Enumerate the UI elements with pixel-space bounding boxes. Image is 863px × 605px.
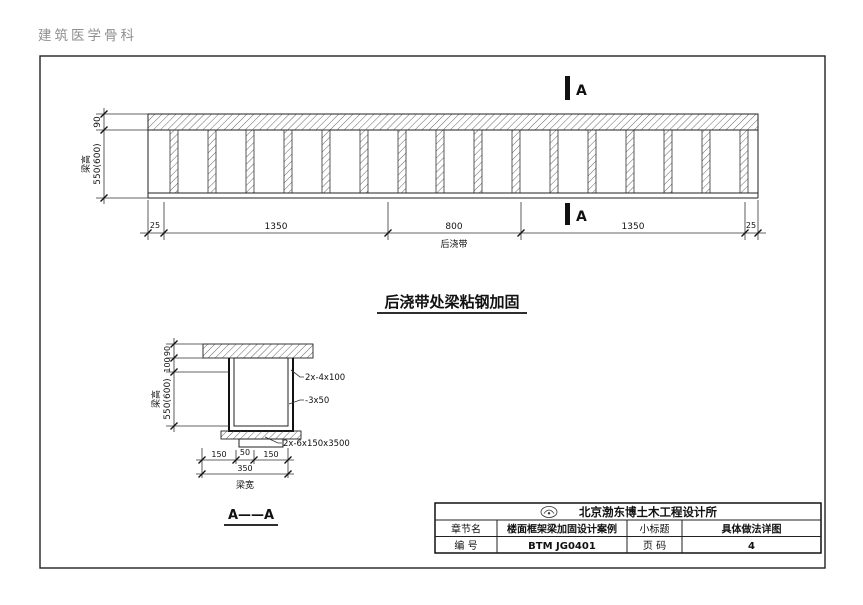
elevation-stiffener-bar <box>359 129 369 194</box>
postcast-strip-label: 后浇带 <box>440 238 467 250</box>
elevation-stiffener-bar <box>511 129 521 194</box>
elevation-stiffener-bar <box>245 129 255 194</box>
dim-1350-left: 1350 <box>265 222 288 232</box>
bottom-plate-label: 2x-6x150x3500 <box>283 439 350 449</box>
section-marker-bottom-letter: A <box>576 209 587 225</box>
dim-1350-right: 1350 <box>622 222 645 232</box>
elevation-stiffener-bar <box>587 129 597 194</box>
section-dim-height-label: 梁高 <box>150 390 162 408</box>
elevation-stiffener-bar <box>435 129 445 194</box>
section-dim-slab: 90 <box>163 346 172 356</box>
side-plate-label: 2x-4x100 <box>305 373 345 383</box>
institute-logo-icon <box>540 506 558 518</box>
section-dim-height: 550(600) <box>163 378 173 419</box>
elevation-title: 后浇带处梁粘钢加固 <box>384 293 519 311</box>
watermark-text: 建筑医学骨科 <box>38 28 137 44</box>
strip-plate-label: -3x50 <box>305 396 329 406</box>
chapter-label: 章节名 <box>451 523 481 536</box>
number-value: BTM JG0401 <box>528 541 596 552</box>
elevation-dim-height: 550(600) <box>93 143 103 184</box>
page-label: 页 码 <box>643 540 666 552</box>
section-left-dimensions: 90 100 550(600) 梁高 <box>150 338 229 432</box>
section-marker-top-letter: A <box>576 83 587 99</box>
elevation-stiffener-bar <box>625 129 635 194</box>
elevation-stiffener-bars <box>169 129 749 194</box>
elevation-stiffener-bar <box>663 129 673 194</box>
sheet-border <box>39 55 826 569</box>
page-value: 4 <box>748 541 755 552</box>
section-dim-150-left: 150 <box>211 450 226 459</box>
elevation-stiffener-bar <box>397 129 407 194</box>
section-dim-width-label: 梁宽 <box>236 479 254 491</box>
elevation-stiffener-bar <box>321 129 331 194</box>
elevation-stiffener-bar <box>207 129 217 194</box>
title-block: 北京渤东博土木工程设计所 章节名 楼面框架梁加固设计案例 小标题 具体做法详图 … <box>434 502 822 554</box>
subtitle-value: 具体做法详图 <box>721 523 782 536</box>
dim-800: 800 <box>445 222 462 232</box>
section-plate-labels: 2x-4x100 -3x50 2x-6x150x3500 <box>264 369 350 449</box>
section-dim-350: 350 <box>237 464 252 473</box>
elevation-stiffener-bar <box>739 129 749 194</box>
elevation-stiffener-bar <box>169 129 179 194</box>
elevation-dim-slab: 90 <box>93 116 103 128</box>
section-bottom-dimensions: 150 50 150 350 梁宽 <box>196 448 294 491</box>
section-marker-bottom: A <box>565 203 587 225</box>
elevation-left-dimensions: 90 550(600) 梁高 <box>80 108 148 204</box>
beam-elevation-drawing: 90 550(600) 梁高 A A 25 <box>80 76 766 314</box>
section-dim-150-right: 150 <box>263 450 278 459</box>
title-block-border <box>434 502 822 554</box>
chapter-value: 楼面框架梁加固设计案例 <box>507 523 617 536</box>
elevation-dim-height-label: 梁高 <box>80 155 92 173</box>
dim-25-left: 25 <box>150 221 160 230</box>
elevation-stiffener-bar <box>549 129 559 194</box>
subtitle-label: 小标题 <box>640 524 670 536</box>
number-label: 编 号 <box>454 539 477 552</box>
section-marker-top: A <box>565 76 587 100</box>
section-slab-hatch <box>202 343 314 359</box>
section-lower-plate <box>238 438 284 448</box>
section-dim-plate-offset: 100 <box>163 357 172 372</box>
elevation-stiffener-bar <box>473 129 483 194</box>
elevation-bottom-dimensions: 25 1350 800 1350 25 后浇带 <box>140 200 766 250</box>
elevation-stiffener-bar <box>283 129 293 194</box>
section-title: A——A <box>228 508 274 523</box>
institute-name: 北京渤东博土木工程设计所 <box>579 505 717 519</box>
section-bottom-plate-hatch <box>220 430 302 440</box>
elevation-stiffener-bar <box>701 129 711 194</box>
section-aa-drawing: 2x-4x100 -3x50 2x-6x150x3500 90 100 550(… <box>150 338 350 526</box>
section-dim-50: 50 <box>240 448 250 457</box>
dim-25-right: 25 <box>746 221 756 230</box>
elevation-slab-hatch <box>147 113 759 131</box>
section-beam-outline <box>233 357 289 427</box>
